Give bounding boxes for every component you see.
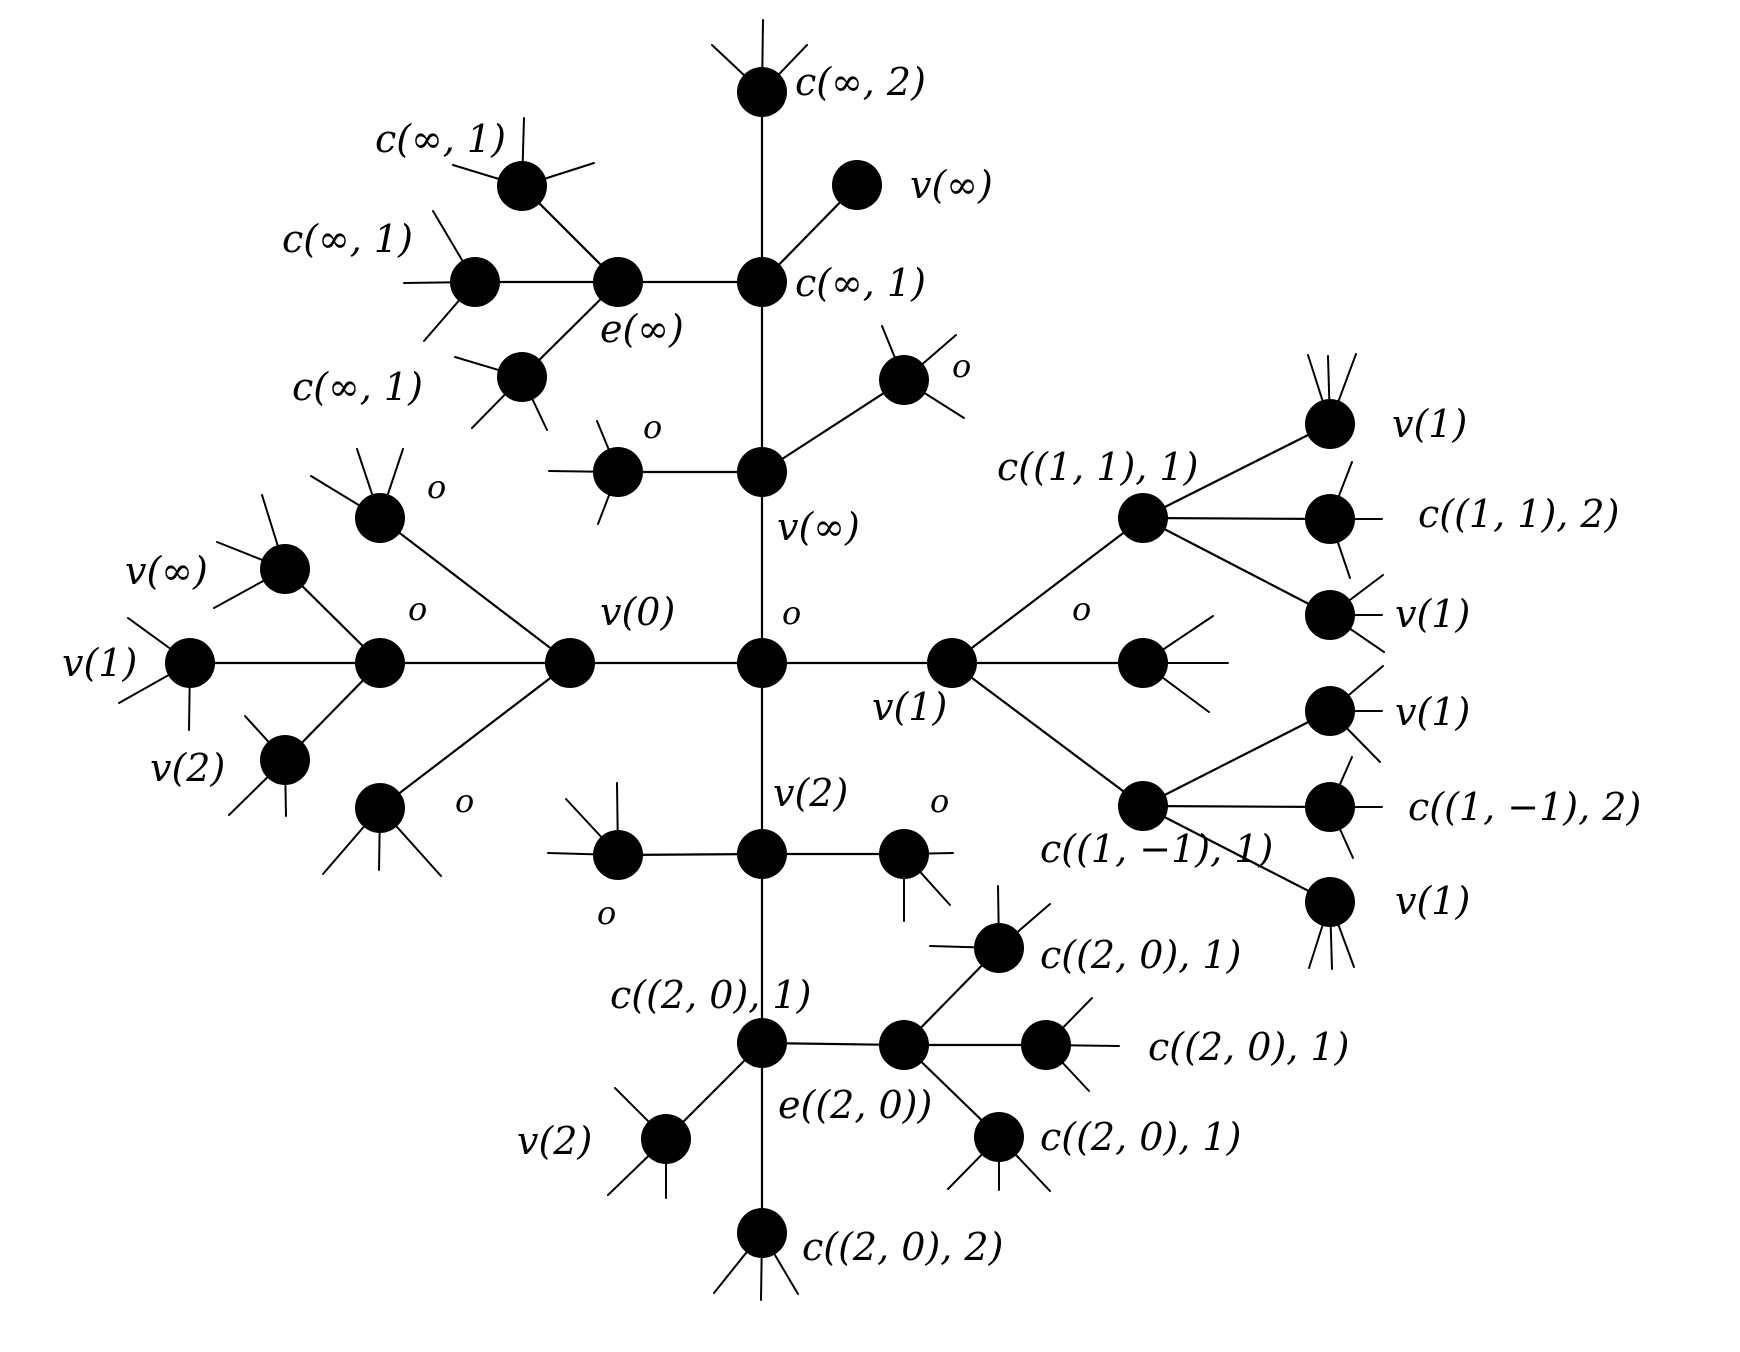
label-c-20-1-center: c((2, 0), 1) (610, 973, 811, 1017)
edge (1141, 422, 1332, 520)
edge (1141, 709, 1332, 808)
node-v1-center (927, 638, 977, 688)
label-v2-left: v(2) (150, 746, 225, 790)
edge (1141, 804, 1332, 904)
node-e-inf (593, 257, 643, 307)
node-v2-center (737, 829, 787, 879)
label-c-11-1: c((1, 1), 1) (997, 445, 1198, 489)
label-c-inf-1-center: c(∞, 1) (795, 261, 926, 305)
label-v1-r4: v(1) (1395, 879, 1470, 923)
label-v-inf-top: v(∞) (910, 163, 993, 207)
label-c-inf-1-lower-left: c(∞, 1) (292, 365, 423, 409)
node-v1-r3 (1305, 686, 1355, 736)
label-v0: v(0) (600, 590, 675, 634)
node-c-20-1-center (737, 1018, 787, 1068)
node-v1-r4 (1305, 877, 1355, 927)
label-v1-r1: v(1) (1392, 402, 1467, 446)
node-v0 (545, 638, 595, 688)
node-v-inf-center (737, 447, 787, 497)
label-c-1m1-2: c((1, −1), 2) (1408, 785, 1641, 829)
edge (1141, 804, 1332, 809)
node-c-inf-2 (737, 67, 787, 117)
node-c-20-1-upper (974, 923, 1024, 973)
label-v1-left: v(1) (62, 641, 137, 685)
label-c-11-2: c((1, 1), 2) (1418, 492, 1619, 536)
node-v1-r2 (1305, 590, 1355, 640)
node-c-20-2 (737, 1208, 787, 1258)
node-c-11-1 (1118, 493, 1168, 543)
label-c-inf-1-left: c(∞, 1) (282, 217, 413, 261)
label-o-center: o (782, 594, 801, 632)
label-c-1m1-1: c((1, −1), 1) (1040, 827, 1273, 871)
label-v1-center: v(1) (872, 685, 947, 729)
node-v-inf-left (260, 544, 310, 594)
node-o-left-of-v-inf (593, 447, 643, 497)
label-o-lower-left: o (455, 782, 474, 820)
node-v1-r1 (1305, 399, 1355, 449)
label-c-inf-1-top-left: c(∞, 1) (375, 117, 506, 161)
node-o-lower-left (355, 783, 405, 833)
node-c-1m1-2 (1305, 782, 1355, 832)
label-o-top-right: o (952, 347, 971, 385)
label-o-right-middle: o (1072, 590, 1091, 628)
label-c-20-1-upper: c((2, 0), 1) (1040, 933, 1241, 977)
edge (378, 516, 572, 665)
label-c-inf-2: c(∞, 2) (795, 60, 926, 104)
node-v2-left (260, 735, 310, 785)
edge (950, 516, 1145, 665)
node-o-left-of-v2 (593, 830, 643, 880)
node-o-right-of-v2 (879, 829, 929, 879)
node-c-inf-1-center (737, 257, 787, 307)
label-v-inf-left: v(∞) (125, 549, 208, 593)
nodes (165, 67, 1355, 1258)
label-c-20-1-right: c((2, 0), 1) (1148, 1025, 1349, 1069)
node-e-20 (879, 1020, 929, 1070)
node-c-inf-1-left (450, 257, 500, 307)
node-v-inf-top (832, 160, 882, 210)
label-e-inf: e(∞) (600, 307, 684, 351)
label-e-20: e((2, 0)) (778, 1083, 932, 1127)
label-o-left-of-v2: o (597, 894, 616, 932)
node-c-inf-1-lower-left (497, 352, 547, 402)
node-v1-left (165, 638, 215, 688)
node-o-top-right (879, 355, 929, 405)
label-v1-r2: v(1) (1395, 592, 1470, 636)
node-c-20-1-right (1021, 1020, 1071, 1070)
node-c-20-1-lower (974, 1112, 1024, 1162)
label-o-left: o (408, 590, 427, 628)
label-o-upper-left: o (427, 468, 446, 506)
node-o-left (355, 638, 405, 688)
node-o-right-middle (1118, 638, 1168, 688)
edge (1141, 516, 1332, 617)
node-o-center (737, 638, 787, 688)
node-c-inf-1-top-left (497, 161, 547, 211)
node-o-upper-left (355, 493, 405, 543)
edge (760, 378, 906, 474)
edge (950, 661, 1145, 808)
label-c-20-2: c((2, 0), 2) (802, 1225, 1003, 1269)
label-v-inf-center: v(∞) (777, 505, 860, 549)
label-o-right-of-v2: o (930, 782, 949, 820)
label-v2-center: v(2) (773, 771, 848, 815)
label-v1-r3: v(1) (1395, 690, 1470, 734)
edge (1141, 516, 1332, 521)
node-c-1m1-1 (1118, 781, 1168, 831)
label-c-20-1-lower: c((2, 0), 1) (1040, 1115, 1241, 1159)
label-o-left-of-v-inf: o (643, 408, 662, 446)
label-v2-bottom: v(2) (517, 1119, 592, 1163)
edge (378, 661, 572, 810)
node-c-11-2 (1305, 494, 1355, 544)
labels: c(∞, 2) v(∞) c(∞, 1) c(∞, 1) c(∞, 1) e(∞… (62, 60, 1641, 1269)
node-v2-bottom (641, 1114, 691, 1164)
